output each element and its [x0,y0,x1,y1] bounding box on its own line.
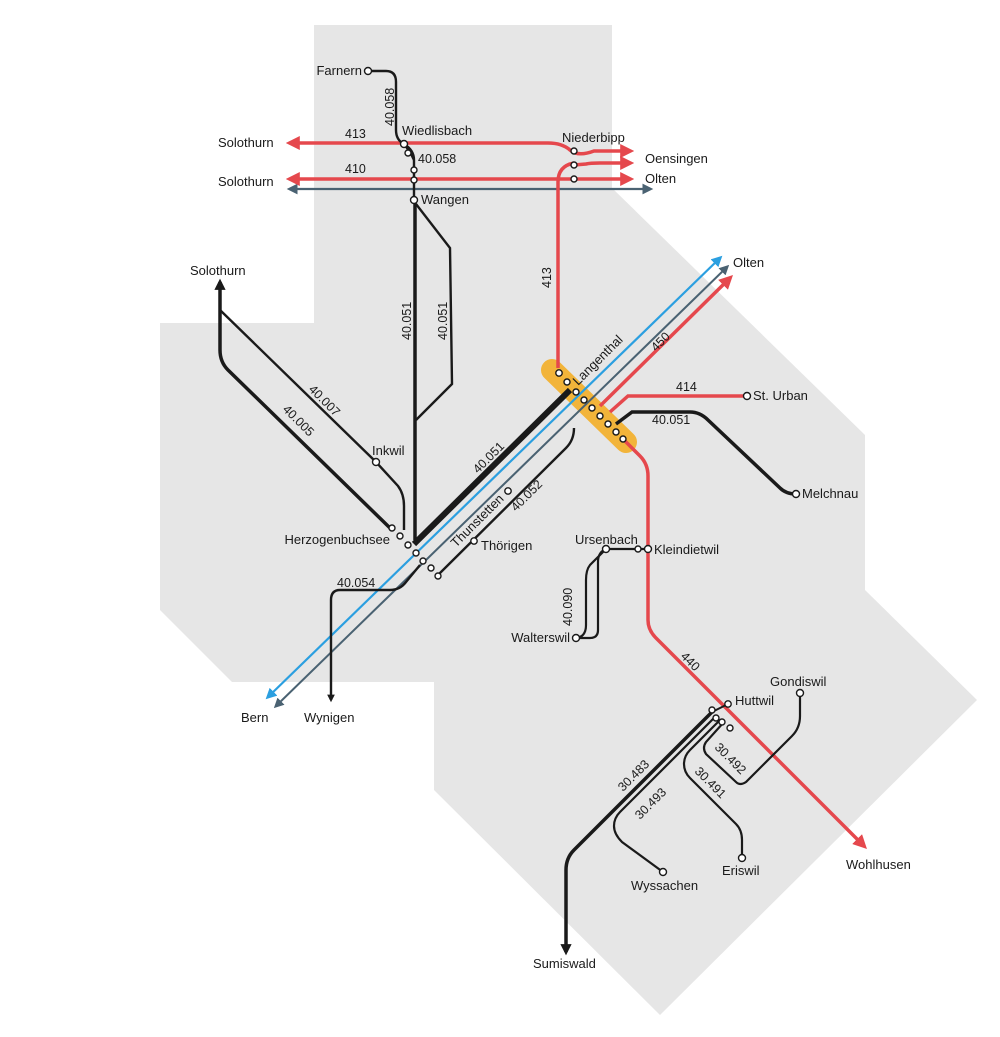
station-dot-niederbipp-3 [570,175,578,183]
black-line-40090 [575,547,607,640]
station-dot-farnern[interactable] [363,66,373,76]
station-label-herzogenbuchsee: Herzogenbuchsee [284,532,390,547]
station-label-walterswil: Walterswil [511,630,570,645]
black-line-30491 [682,719,744,858]
line-label-40058: 40.058 [418,152,456,166]
destination-label-sumiswald: Sumiswald [533,956,596,971]
station-dot-gondiswil[interactable] [795,688,805,698]
station-dot-wiedlisbach-2 [404,149,412,157]
station-dot-kleindietwil[interactable] [643,544,653,554]
station-dot-herzogenbuchsee-4 [412,549,420,557]
station-dot-huttwil[interactable] [724,700,732,708]
station-markers [363,66,805,877]
line-label-413-vertical: 413 [540,267,554,288]
red-line-oensingen [573,156,635,170]
black-line-40051-diagonal [411,387,573,547]
black-line-40005 [214,278,392,530]
station-dot-niederbipp-2 [570,161,578,169]
line-label-40058-vertical: 40.058 [383,88,397,126]
station-dot-eriswil[interactable] [737,853,747,863]
station-dot-herzogenbuchsee-7 [434,572,442,580]
station-dot-langenthal-7 [604,420,612,428]
station-dot-herzogenbuchsee-2 [396,532,404,540]
line-label-40051-loop: 40.051 [436,302,450,340]
black-line-30493 [612,715,717,873]
station-label-wangen: Wangen [421,192,469,207]
station-label-kleindietwil: Kleindietwil [654,542,719,557]
station-label-melchnau: Melchnau [802,486,858,501]
station-label-farnern: Farnern [316,63,362,78]
station-dot-wangen-3 [410,176,418,184]
station-dot-langenthal-5 [588,404,596,412]
station-dot-melchnau[interactable] [791,489,801,499]
red-line-413-top [285,136,635,158]
station-dot-wiedlisbach[interactable] [399,139,409,149]
station-label-wiedlisbach: Wiedlisbach [402,123,472,138]
red-line-414 [608,394,746,414]
station-dot-langenthal-4 [580,396,588,404]
destination-label-solothurn-north: Solothurn [190,263,246,278]
station-label-st-urban: St. Urban [753,388,808,403]
station-label-ursenbach: Ursenbach [575,532,638,547]
station-label-eriswil: Eriswil [722,863,760,878]
destination-label-wohlhusen: Wohlhusen [846,857,911,872]
station-label-huttwil: Huttwil [735,693,774,708]
station-dot-thoerigen[interactable] [470,537,478,545]
line-label-40051-melchnau: 40.051 [652,413,690,427]
station-dot-huttwil-3 [712,714,720,722]
station-dot-wangen[interactable] [409,195,419,205]
station-dot-wangen-2 [410,166,418,174]
station-dot-huttwil-5 [726,724,734,732]
destination-label-olten-ne: Olten [733,255,764,270]
station-dot-langenthal-9 [619,435,627,443]
station-dot-langenthal-3 [572,388,580,396]
red-line-450 [598,275,733,408]
station-dot-kleindietwil-2 [634,545,642,553]
line-label-414: 414 [676,380,697,394]
black-line-40051-melchnau [614,410,797,496]
station-dot-herzogenbuchsee-3 [404,541,412,549]
station-dot-wyssachen[interactable] [658,867,668,877]
black-line-30492 [702,693,802,786]
station-label-inkwil: Inkwil [372,443,405,458]
line-label-40090: 40.090 [561,588,575,626]
station-label-niederbipp: Niederbipp [562,130,625,145]
station-dot-herzogenbuchsee-6 [427,564,435,572]
black-line-40054 [327,564,421,703]
station-label-gondiswil: Gondiswil [770,674,826,689]
black-line-40007 [219,309,406,530]
destination-label-solothurn-410: Solothurn [218,174,274,189]
station-dot-herzogenbuchsee[interactable] [388,524,396,532]
destination-label-wynigen: Wynigen [304,710,354,725]
station-dot-st-urban[interactable] [742,391,752,401]
station-dot-walterswil[interactable] [571,633,581,643]
station-dot-langenthal-6 [596,412,604,420]
black-line-30483 [560,710,714,956]
line-label-40054: 40.054 [337,576,375,590]
station-dot-huttwil-2 [708,706,716,714]
black-line-40052 [437,427,576,576]
station-label-wyssachen: Wyssachen [631,878,698,893]
station-dot-langenthal-8 [612,428,620,436]
station-dot-niederbipp[interactable] [570,147,578,155]
line-label-40051-vertical: 40.051 [400,302,414,340]
station-dot-thunstetten[interactable] [504,487,512,495]
line-label-413-top: 413 [345,127,366,141]
black-line-40051-loop [415,203,454,421]
destination-label-bern: Bern [241,710,268,725]
station-dot-langenthal-2 [563,378,571,386]
station-dot-ursenbach[interactable] [601,544,611,554]
station-dot-langenthal[interactable] [555,369,563,377]
station-dot-inkwil[interactable] [371,457,381,467]
destination-label-oensingen: Oensingen [645,151,708,166]
slate-line-diagonal [273,264,730,709]
station-dot-huttwil-4 [718,718,726,726]
station-dot-herzogenbuchsee-5 [419,557,427,565]
destination-label-solothurn-413: Solothurn [218,135,274,150]
line-label-410: 410 [345,162,366,176]
station-label-thoerigen: Thörigen [481,538,532,553]
destination-label-olten-top: Olten [645,171,676,186]
